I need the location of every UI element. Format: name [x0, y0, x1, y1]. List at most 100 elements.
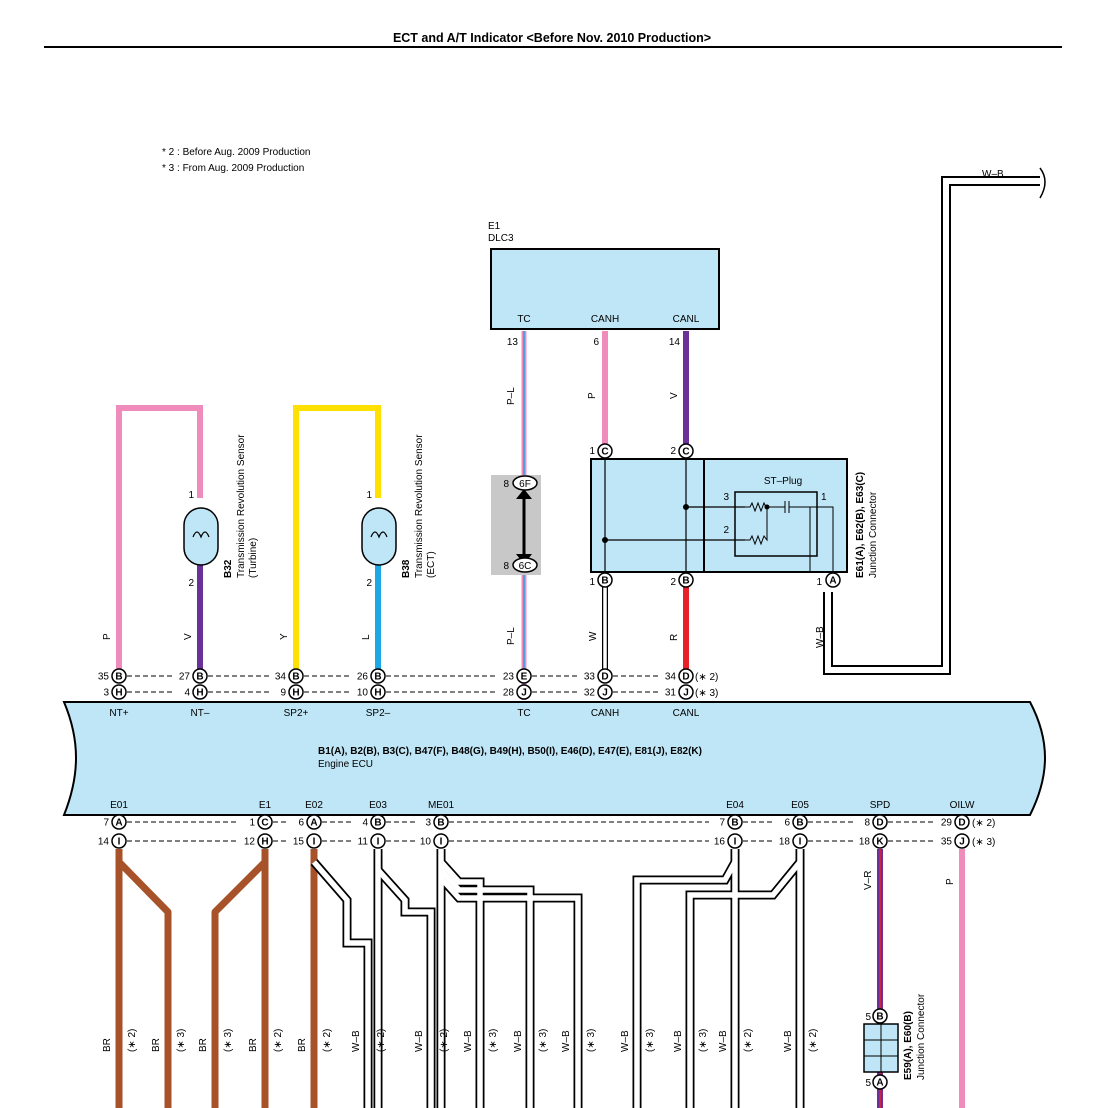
bottom-row2-num: 15 — [293, 837, 305, 848]
bottom-row2-pin: I — [306, 833, 322, 849]
bottom-row2-pin: I — [433, 833, 449, 849]
ecu-terminal-top: SP2– — [366, 708, 391, 719]
top-row2-num: 32 — [584, 688, 596, 699]
junction-pin-c1-num: 1 — [589, 446, 595, 457]
wire-label-pl-bot: P–L — [506, 627, 517, 645]
bottom-wire-color: BR — [198, 1038, 209, 1052]
ecu-terminal-bottom: OILW — [950, 800, 975, 811]
ecu-name: Engine ECU — [318, 759, 373, 770]
top-row2-num: 10 — [357, 688, 369, 699]
top-row2-pin-letter: J — [521, 688, 527, 699]
connector-6c-label: 6C — [519, 561, 532, 572]
bottom-wire-color: W–B — [783, 1030, 794, 1052]
junction-pin-a: A — [825, 572, 841, 588]
bottom-wire-note: (∗ 2) — [127, 1029, 138, 1052]
junction-e61-title: E61(A), E62(B), E63(C) — [855, 472, 866, 578]
top-row2-num: 4 — [184, 688, 190, 699]
bottom-row1-num: 6 — [784, 818, 790, 829]
bottom-row2-note: (∗ 3) — [972, 837, 995, 848]
sensor-b32-pin2: 2 — [188, 578, 194, 589]
bottom-row2-pin: I — [370, 833, 386, 849]
dlc3-pin-num-13: 13 — [507, 337, 519, 348]
bottom-wire-note: (∗ 3) — [488, 1029, 499, 1052]
top-row1-num: 34 — [665, 672, 677, 683]
sensor-b38-sub: (ECT) — [426, 551, 437, 578]
bottom-wire-note: (∗ 2) — [376, 1029, 387, 1052]
bottom-row2-num: 18 — [859, 837, 871, 848]
st-plug-pin-2: 2 — [723, 525, 729, 536]
junction-pin-c2: C — [678, 443, 694, 459]
wire-label-r-canl: R — [669, 634, 680, 641]
ecu-terminal-top: CANL — [673, 708, 700, 719]
ecu-terminal-bottom: E1 — [259, 800, 272, 811]
bottom-wire-labels: BR(∗ 2)BR(∗ 3)BR(∗ 3)BR(∗ 2)BR(∗ 2)W–B(∗… — [102, 1029, 819, 1052]
st-plug-pin-3: 3 — [723, 492, 729, 503]
bottom-row2-num: 35 — [941, 837, 953, 848]
bottom-row2-pin: K — [872, 833, 888, 849]
junction-dot-2 — [602, 537, 608, 543]
junction-e59-pin-a: A — [872, 1074, 888, 1090]
bottom-row1-pin: D — [872, 814, 888, 830]
ecu-terminal-top: TC — [517, 708, 530, 719]
sensor-b32-id: B32 — [223, 559, 234, 578]
wire-label-y-sp: Y — [279, 633, 290, 640]
bottom-wire-color: BR — [297, 1038, 308, 1052]
top-row2-pin: J — [678, 684, 694, 700]
top-row2-num: 9 — [280, 688, 286, 699]
junction-e59-title: E59(A), E60(B) — [903, 1011, 914, 1080]
connector-6f-pin: 8 — [503, 479, 509, 490]
bottom-row2-num: 10 — [420, 837, 432, 848]
dlc3-pin-num-14: 14 — [669, 337, 681, 348]
bottom-row1-num: 1 — [249, 818, 255, 829]
top-row1-num: 34 — [275, 672, 287, 683]
bottom-row2-pin: I — [727, 833, 743, 849]
bottom-wire-note: (∗ 3) — [586, 1029, 597, 1052]
bottom-row1-pin: D — [954, 814, 970, 830]
top-row2-pin: H — [111, 684, 127, 700]
bottom-row1-note: (∗ 2) — [972, 818, 995, 829]
sensor-b38-name: Transmission Revolution Sensor — [414, 434, 425, 578]
dlc3-pin-num-6: 6 — [593, 337, 599, 348]
dlc3-pin-tc: TC — [517, 314, 530, 325]
bottom-row2-num: 18 — [779, 837, 791, 848]
page-title: ECT and A/T Indicator <Before Nov. 2010 … — [393, 31, 711, 45]
coil-icon — [192, 531, 210, 539]
top-row1-pin: B — [370, 668, 386, 684]
bottom-row1-pin: B — [433, 814, 449, 830]
note-line-1: * 2 : Before Aug. 2009 Production — [162, 147, 310, 158]
ecu-terminal-bottom: E01 — [110, 800, 128, 811]
top-row2-pin-letter: J — [602, 688, 608, 699]
st-plug-circuit — [745, 501, 834, 572]
wire-label-p-nt: P — [102, 633, 113, 640]
bottom-wire-note: (∗ 2) — [439, 1029, 450, 1052]
junction-pin-c1: C — [597, 443, 613, 459]
bottom-wire-note: (∗ 3) — [538, 1029, 549, 1052]
junction-e59-pin-b: B — [872, 1008, 888, 1024]
junction-dot-1 — [683, 504, 689, 510]
bottom-row1-pin: B — [370, 814, 386, 830]
top-row2-pin-letter: J — [683, 688, 689, 699]
top-row1-pin: B — [192, 668, 208, 684]
bottom-row2-pin-letter: I — [313, 837, 316, 848]
bottom-row2-pin-letter: I — [440, 837, 443, 848]
junction-e59-pin-b-letter: B — [876, 1012, 883, 1023]
bottom-wire-color: W–B — [718, 1030, 729, 1052]
bottom-wb-wires — [310, 849, 805, 1108]
bottom-wire-note: (∗ 3) — [176, 1029, 187, 1052]
bottom-wire-note: (∗ 3) — [698, 1029, 709, 1052]
wire-label-wb-a: W–B — [815, 626, 826, 648]
st-plug-label: ST–Plug — [764, 476, 802, 487]
wb-ground-wire — [823, 167, 1046, 675]
bottom-row2-pin-letter: I — [734, 837, 737, 848]
top-row1-pin-letter: E — [521, 672, 528, 683]
ecu-terminal-bottom: E04 — [726, 800, 744, 811]
junction-pin-b1-num: 1 — [589, 577, 595, 588]
top-row1-num: 26 — [357, 672, 369, 683]
dlc3-box — [490, 248, 720, 330]
bottom-row1-pin: B — [792, 814, 808, 830]
wire-nt-p — [116, 405, 203, 672]
bottom-row2-pin-letter: I — [799, 837, 802, 848]
